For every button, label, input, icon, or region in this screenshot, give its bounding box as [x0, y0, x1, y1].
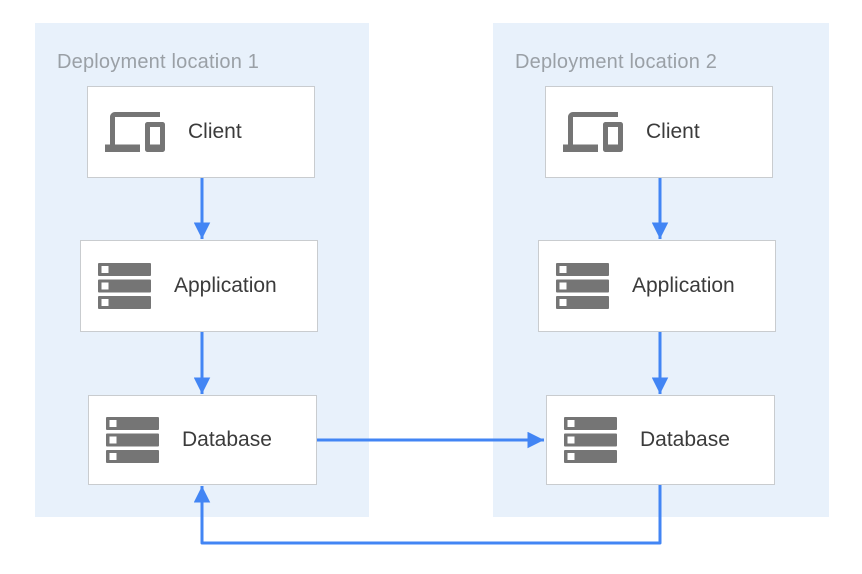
devices-icon: [563, 112, 623, 152]
node-label: Database: [182, 428, 272, 451]
application-node-1: Application: [80, 240, 318, 332]
database-node-1: Database: [88, 395, 317, 485]
panel-title-2: Deployment location 2: [515, 51, 718, 73]
node-label: Application: [174, 274, 277, 297]
devices-icon: [105, 112, 165, 152]
node-label: Application: [632, 274, 735, 297]
storage-icon: [556, 263, 609, 309]
storage-icon: [98, 263, 151, 309]
node-label: Database: [640, 428, 730, 451]
node-label: Client: [188, 120, 242, 143]
storage-icon: [564, 417, 617, 463]
node-label: Client: [646, 120, 700, 143]
client-node-1: Client: [87, 86, 315, 178]
storage-icon: [106, 417, 159, 463]
panel-title-1: Deployment location 1: [57, 51, 260, 73]
client-node-2: Client: [545, 86, 773, 178]
application-node-2: Application: [538, 240, 776, 332]
database-node-2: Database: [546, 395, 775, 485]
